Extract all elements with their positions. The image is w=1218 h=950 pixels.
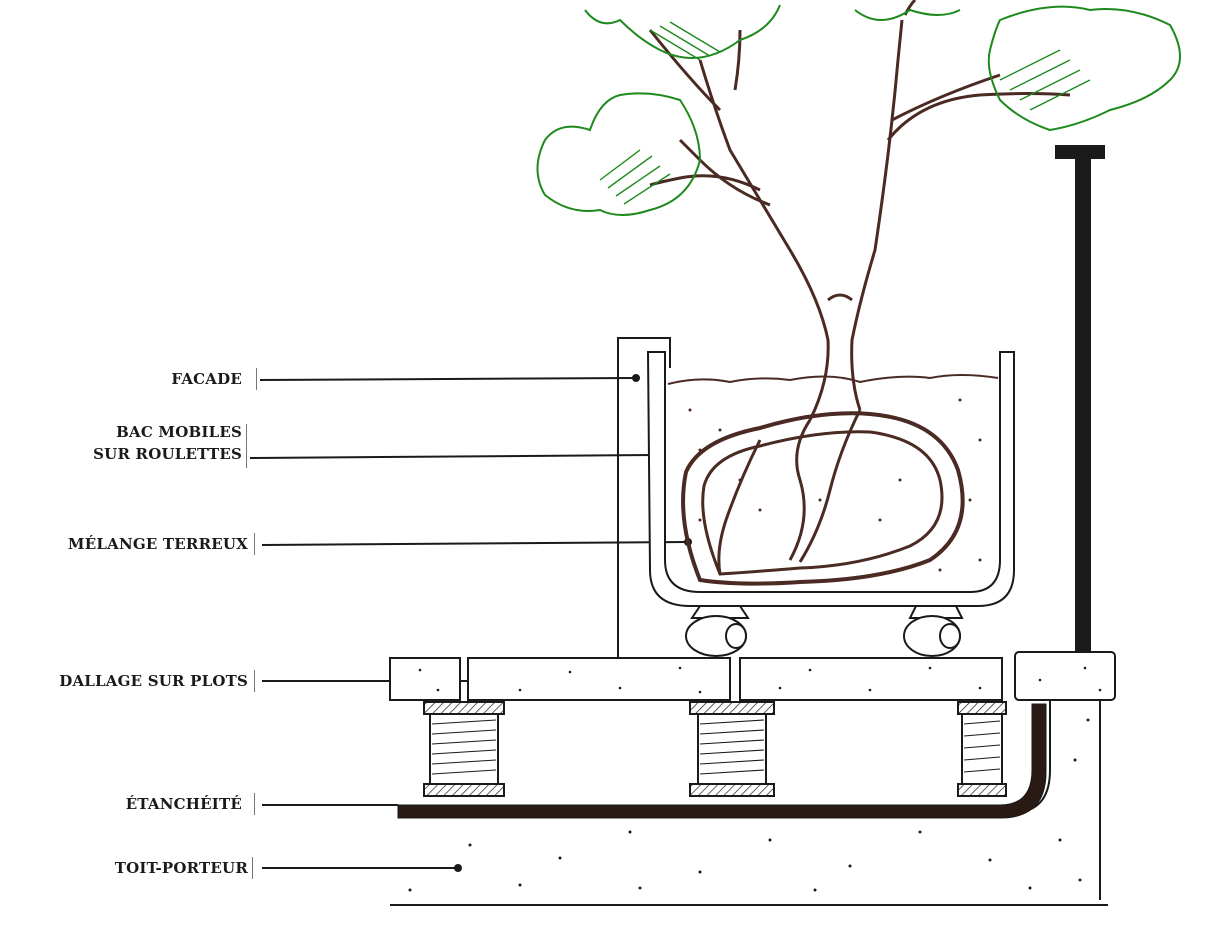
dallage-slabs: [389, 657, 1003, 701]
label-divider: [256, 368, 257, 390]
parapet: [1055, 145, 1105, 655]
soil-texture: [688, 398, 982, 572]
label-bac-mobiles: BAC MOBILES SUR ROULETTES: [93, 423, 242, 463]
tree-trunk: [648, 0, 1071, 421]
label-divider: [254, 793, 255, 815]
soil-surface: [667, 374, 999, 385]
root-ball: [681, 411, 965, 586]
plots: [423, 701, 1007, 797]
label-divider: [252, 857, 253, 879]
facade-wall: [617, 337, 671, 658]
roots: [717, 409, 862, 575]
label-divider: [246, 424, 247, 468]
label-divider: [254, 533, 255, 555]
label-etancheite: ÉTANCHÉITÉ: [125, 795, 242, 813]
plot-threads: [431, 719, 1001, 775]
bac-mobile: [646, 351, 1015, 607]
parapet-block: [1014, 651, 1116, 701]
foliage: [536, 4, 1181, 216]
foliage-hatching: [599, 21, 1091, 205]
slab-dots: [418, 666, 982, 694]
label-divider: [254, 670, 255, 692]
label-dallage-sur-plots: DALLAGE SUR PLOTS: [59, 672, 248, 690]
roulettes: [685, 605, 964, 657]
label-facade: FACADE: [171, 370, 242, 388]
label-melange-terreux: MÉLANGE TERREUX: [67, 535, 248, 553]
concrete-dots: [408, 718, 1090, 892]
label-toit-porteur: TOIT-PORTEUR: [114, 859, 248, 877]
etancheite-membrane: [397, 703, 1047, 819]
